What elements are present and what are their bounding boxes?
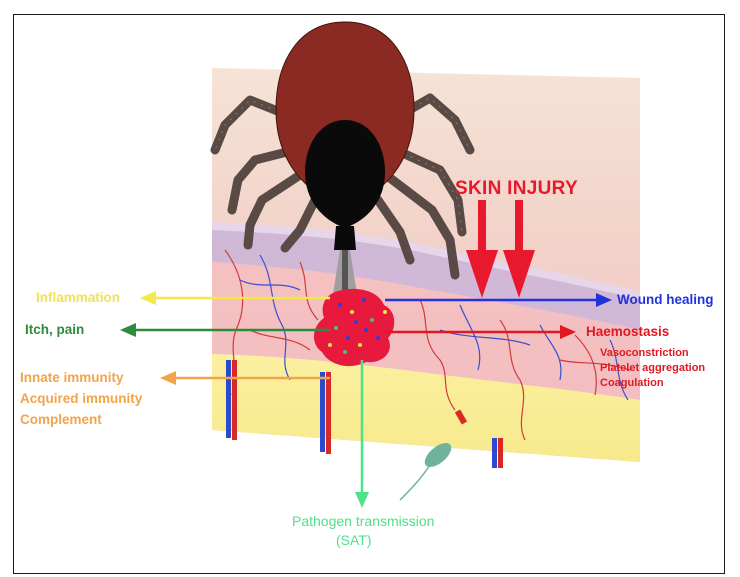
innate-immunity-label: Innate immunity [20,370,124,385]
acquired-immunity-label: Acquired immunity [20,391,142,406]
pathogen-transmission-label: Pathogen transmission [292,513,434,529]
sat-label: (SAT) [336,532,372,548]
vasoconstriction-label: Vasoconstriction [600,347,689,359]
itch-pain-label: Itch, pain [25,322,84,337]
inflammation-label: Inflammation [36,290,120,305]
skin-injury-label: SKIN INJURY [455,178,578,200]
haemostasis-label: Haemostasis [586,324,669,339]
wound-healing-label: Wound healing [617,292,714,307]
coagulation-label: Coagulation [600,377,664,389]
tick-mouthparts [334,226,356,250]
complement-label: Complement [20,412,102,427]
platelet-aggregation-label: Platelet aggregation [600,362,705,374]
